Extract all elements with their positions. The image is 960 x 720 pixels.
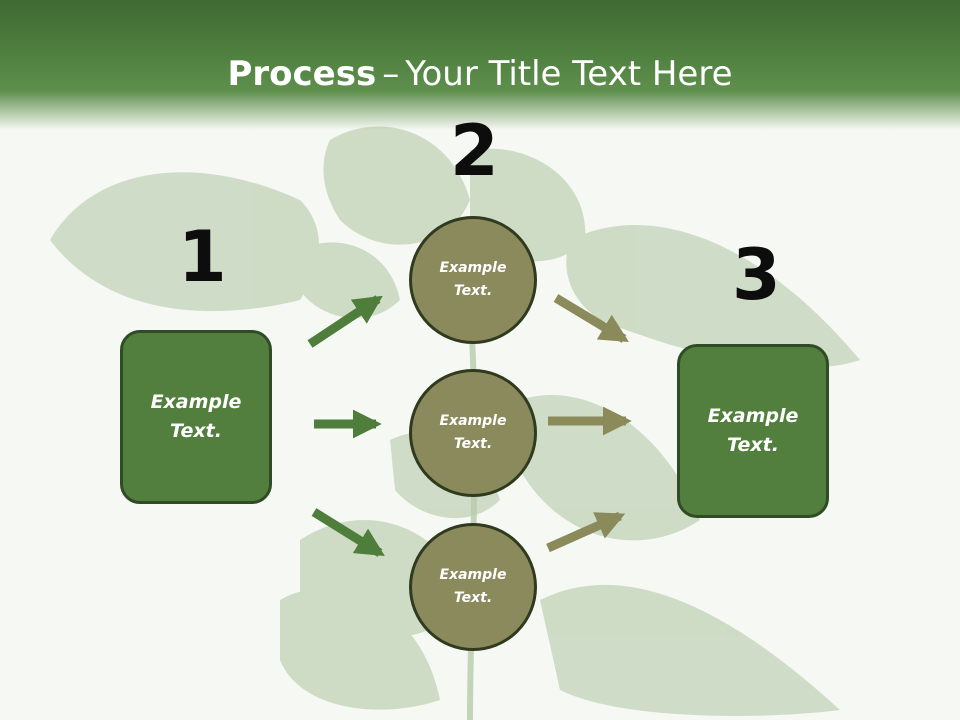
arrow-top-to-right [553, 294, 629, 343]
title-separator: – [382, 54, 400, 94]
right-box-text: Example Text. [707, 405, 799, 456]
step-2-number: 2 [450, 110, 499, 192]
circle-top-text: Example Text. [439, 260, 507, 299]
circle-middle-text: Example Text. [439, 413, 507, 452]
circle-top: Example Text. [409, 216, 537, 344]
arrow-bottom-to-right [546, 511, 626, 553]
right-box: Example Text. [677, 344, 829, 518]
page-title: Process–Your Title Text Here [0, 52, 960, 96]
left-box-text: Example Text. [150, 391, 242, 442]
circle-middle: Example Text. [409, 369, 537, 497]
left-box: Example Text. [120, 330, 272, 504]
circle-bottom: Example Text. [409, 523, 537, 651]
arrow-left-to-bottom [311, 508, 385, 557]
step-1-number: 1 [178, 216, 227, 298]
title-bold: Process [227, 54, 377, 94]
step-3-number: 3 [732, 234, 781, 316]
title-rest: Your Title Text Here [405, 54, 733, 94]
circle-bottom-text: Example Text. [439, 567, 507, 606]
header-band [0, 0, 960, 130]
arrow-left-to-top [307, 295, 383, 348]
